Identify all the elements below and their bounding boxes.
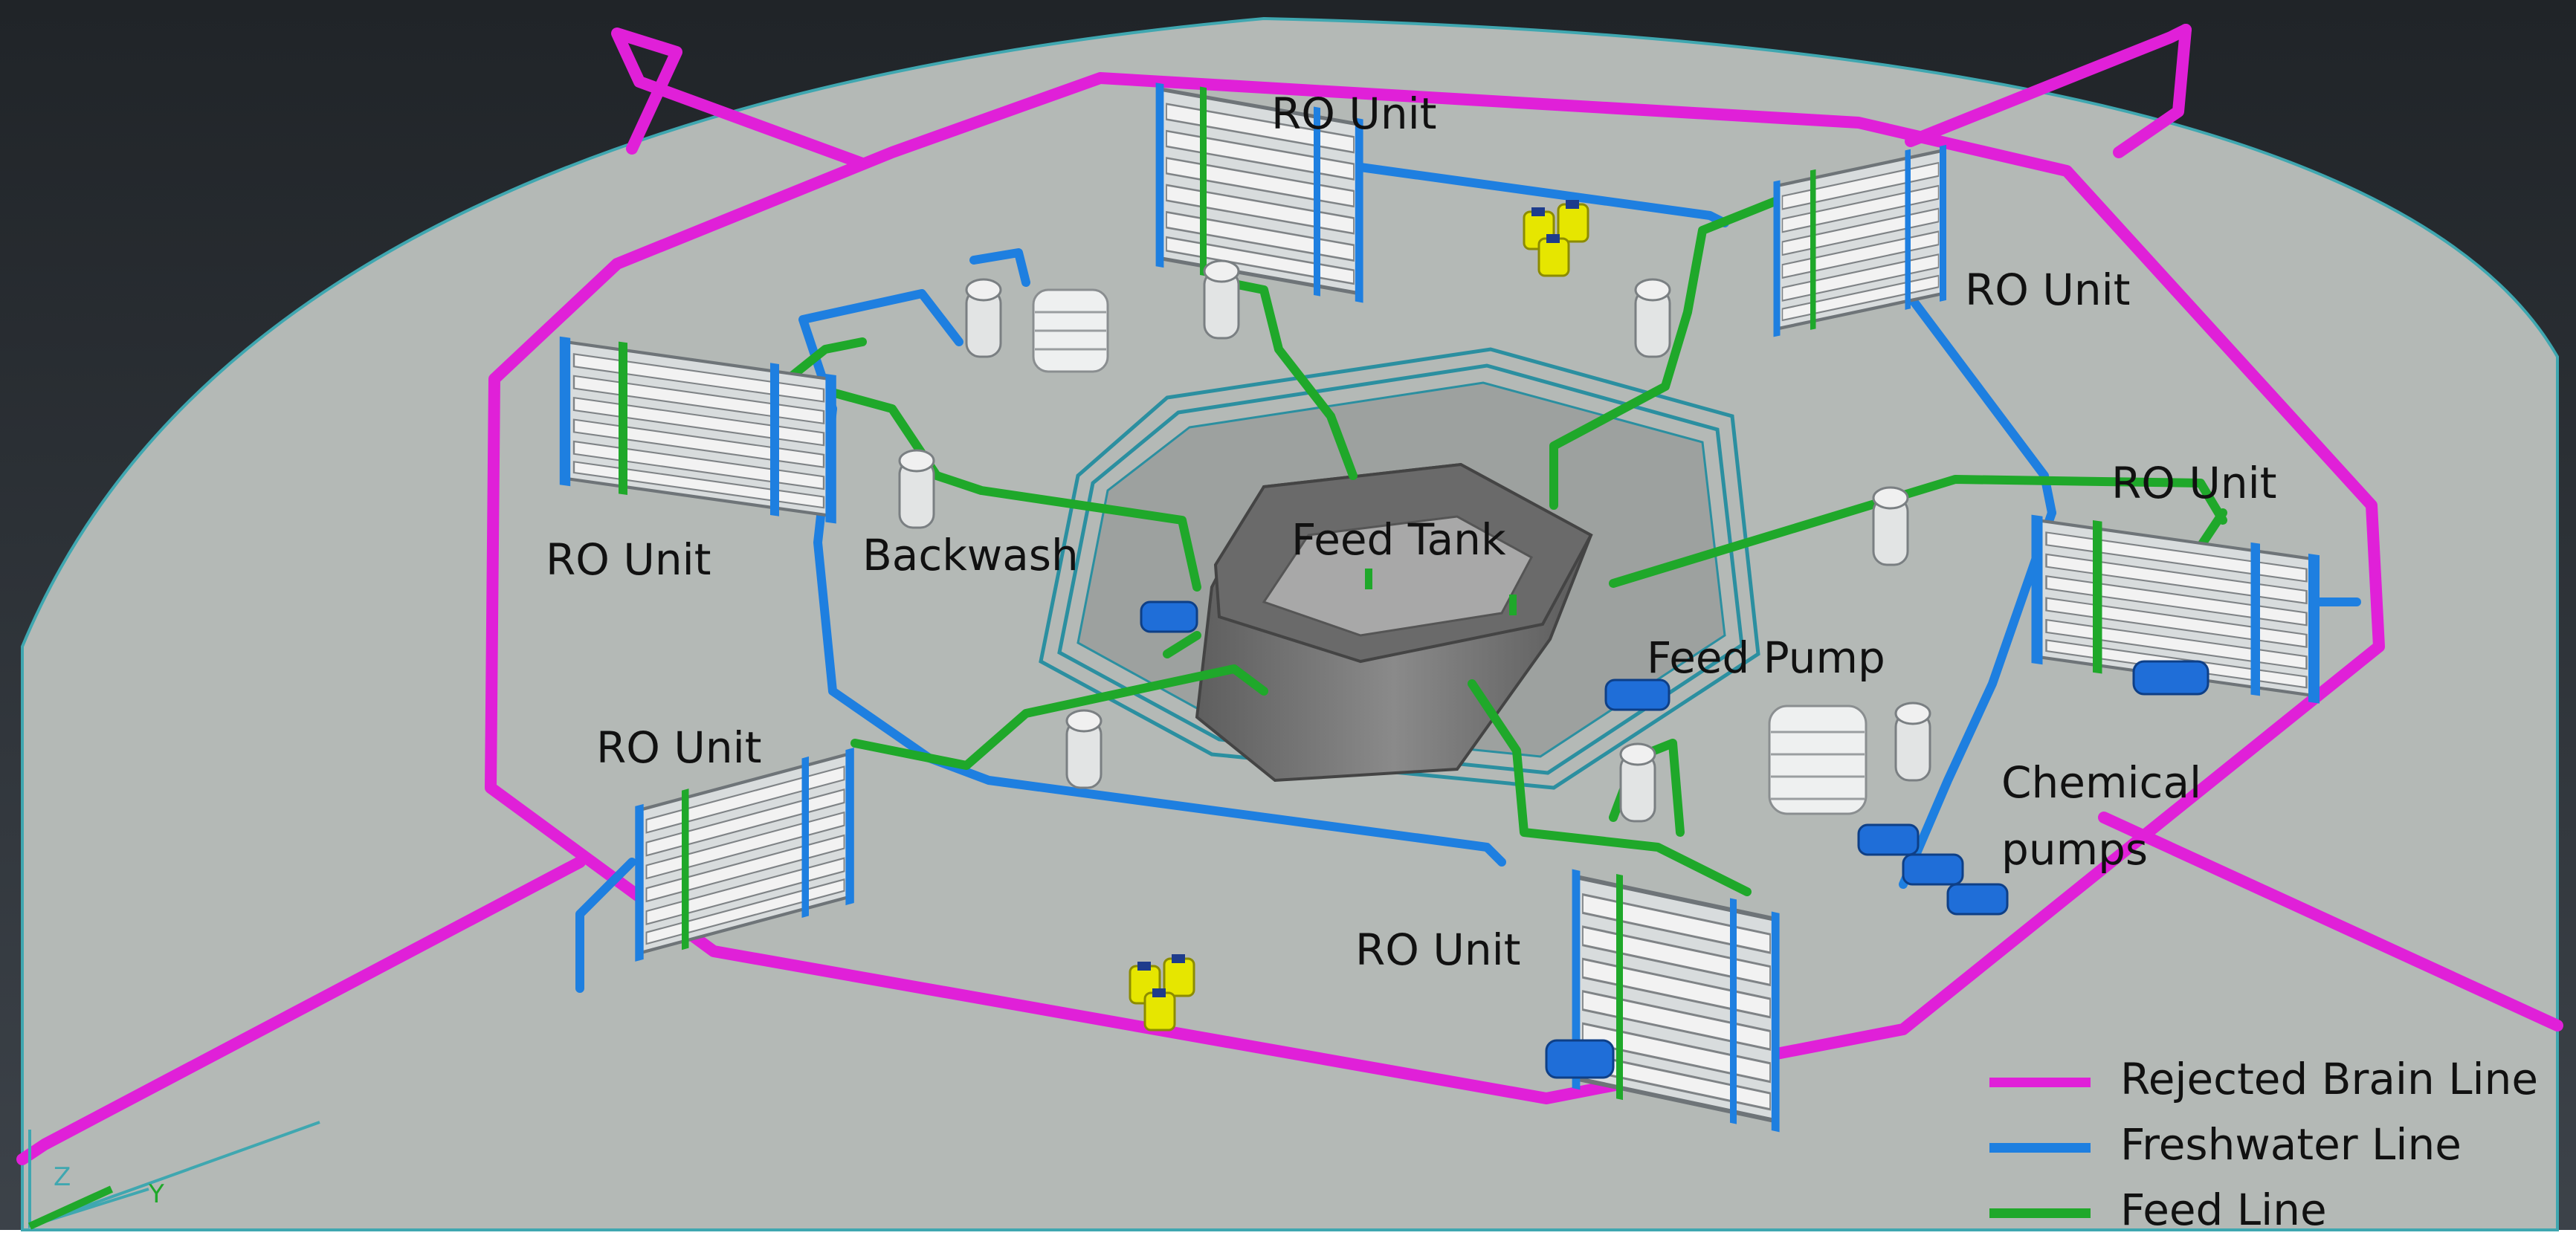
label-feed-tank: Feed Tank — [1291, 514, 1506, 565]
chemical-pumps — [1857, 823, 2009, 916]
legend-item-freshwater: Freshwater Line — [1989, 1115, 2554, 1182]
vessel-right — [1872, 486, 1909, 566]
legend-label-brine: Rejected Brain Line — [2120, 1054, 2539, 1104]
legend-item-brine: Rejected Brain Line — [1989, 1049, 2554, 1116]
axis-z-label: Z — [54, 1162, 71, 1192]
vessel-top-right — [1634, 278, 1671, 358]
vessel-left-lower — [1065, 709, 1103, 789]
label-ro-unit-left: RO Unit — [546, 534, 711, 585]
label-chemical-pumps-line2: pumps — [2001, 824, 2149, 875]
brine-ring — [485, 72, 2385, 1104]
legend-swatch-feed — [1989, 1208, 2091, 1218]
vessel-backwash-upper — [965, 278, 1002, 358]
label-chemical-pumps-line1: Chemical — [2001, 757, 2202, 808]
feed-pump-right — [1604, 679, 1670, 711]
feed-pump-left — [1140, 600, 1198, 633]
axis-y-label: Y — [148, 1179, 164, 1209]
legend-swatch-brine — [1989, 1078, 2091, 1087]
storage-tank-top-left — [1032, 288, 1109, 373]
label-ro-unit-right-upper: RO Unit — [1965, 265, 2131, 315]
legend-swatch-freshwater — [1989, 1143, 2091, 1153]
pump-bottom-ro — [1545, 1039, 1615, 1079]
pump-right-ro — [2132, 660, 2209, 696]
ucs-axis-indicator: Z Y — [28, 1121, 320, 1230]
legend-item-feed: Feed Line — [1989, 1180, 2554, 1247]
legend-label-freshwater: Freshwater Line — [2120, 1119, 2462, 1170]
storage-tank-chemical — [1768, 705, 1868, 815]
label-ro-unit-bottom: RO Unit — [1355, 924, 1521, 975]
label-ro-unit-top: RO Unit — [1271, 88, 1437, 139]
vessel-top — [1203, 259, 1240, 340]
label-ro-unit-left-lower: RO Unit — [596, 722, 762, 773]
label-backwash: Backwash — [862, 530, 1079, 580]
legend-label-feed: Feed Line — [2120, 1185, 2327, 1235]
vessel-bottom — [1619, 742, 1656, 823]
feed-lines — [784, 181, 2227, 896]
feed-tank — [1195, 462, 1593, 783]
vessel-chemical — [1894, 702, 1931, 782]
label-ro-unit-right-mid: RO Unit — [2111, 458, 2277, 508]
vessel-backwash-left — [898, 449, 935, 529]
label-feed-pump: Feed Pump — [1647, 632, 1885, 683]
